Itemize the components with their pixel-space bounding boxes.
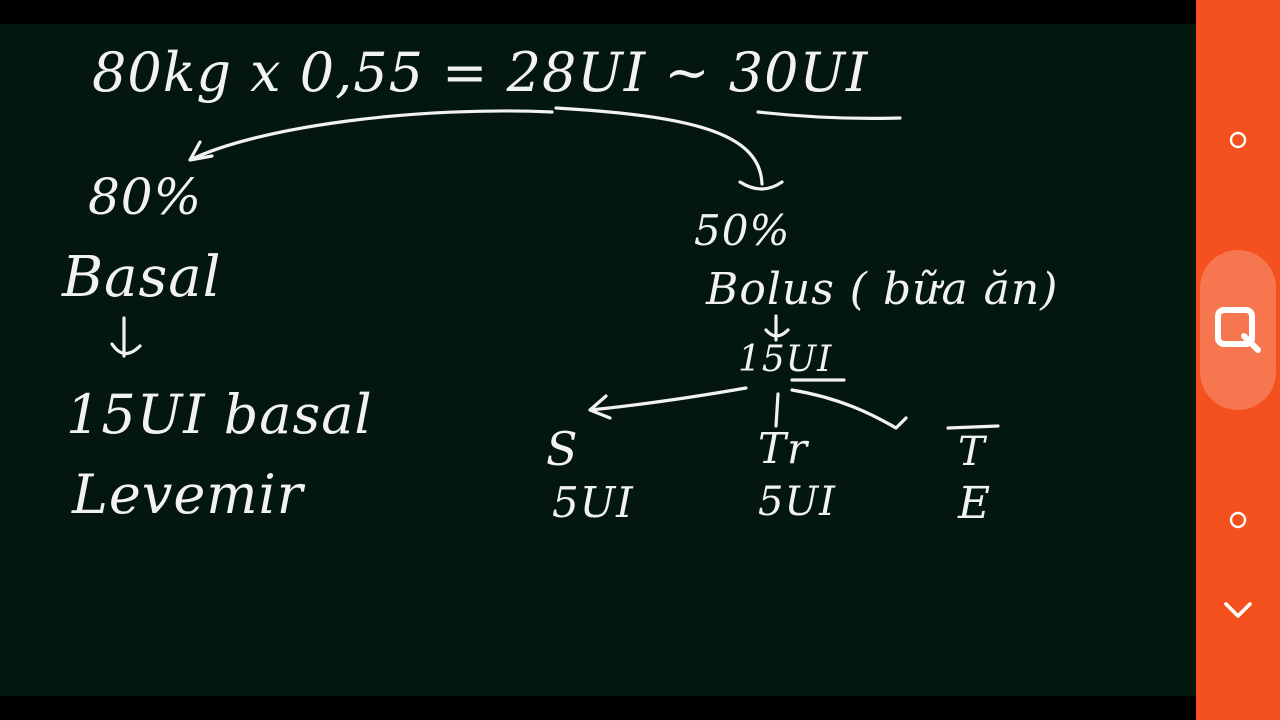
- t-overline: [946, 424, 1000, 430]
- arrow-to-tr: [774, 392, 780, 428]
- bolus-dose: 15UI: [738, 339, 833, 380]
- dot-button-top[interactable]: [1196, 118, 1280, 162]
- handwriting-strokes: [110, 106, 1000, 430]
- meal-t-dose: E: [958, 478, 992, 529]
- video-frame: 80kg x 0,55 = 28UI ~ 30UI 80% Basal 15UI…: [0, 24, 1196, 696]
- arrow-to-basal: [188, 109, 554, 162]
- basal-drug: Levemir: [72, 463, 304, 526]
- chalkboard: 80kg x 0,55 = 28UI ~ 30UI 80% Basal 15UI…: [0, 24, 1196, 696]
- chevron-down-icon: [1224, 602, 1252, 618]
- arrow-basal-down: [110, 316, 142, 358]
- bolus-percent: 50%: [694, 206, 791, 255]
- meal-s-dose: 5UI: [552, 478, 634, 527]
- meal-tr-dose: 5UI: [758, 479, 836, 525]
- dose-equation: 80kg x 0,55 = 28UI ~ 30UI: [92, 41, 869, 104]
- basal-label: Basal: [62, 245, 222, 310]
- search-button[interactable]: [1200, 250, 1276, 410]
- arrow-to-s: [588, 386, 748, 420]
- meal-t-label: T: [958, 429, 986, 475]
- arrow-bolus-down: [764, 314, 790, 342]
- collapse-button[interactable]: [1196, 588, 1280, 632]
- bolus-label: Bolus ( bữa ăn): [706, 264, 1059, 315]
- arrow-to-t: [790, 388, 908, 430]
- basal-percent: 80%: [88, 168, 203, 226]
- arrow-to-bolus: [554, 106, 784, 191]
- dot-icon: [1229, 131, 1247, 149]
- meal-s-label: S: [546, 422, 579, 476]
- search-icon: [1215, 307, 1261, 353]
- dot-button-bottom[interactable]: [1196, 498, 1280, 542]
- basal-dose: 15UI basal: [66, 383, 373, 446]
- player-sidebar: [1196, 0, 1280, 720]
- meal-tr-label: Tr: [758, 424, 809, 473]
- dot-icon: [1229, 511, 1247, 529]
- underline-30ui: [756, 110, 902, 120]
